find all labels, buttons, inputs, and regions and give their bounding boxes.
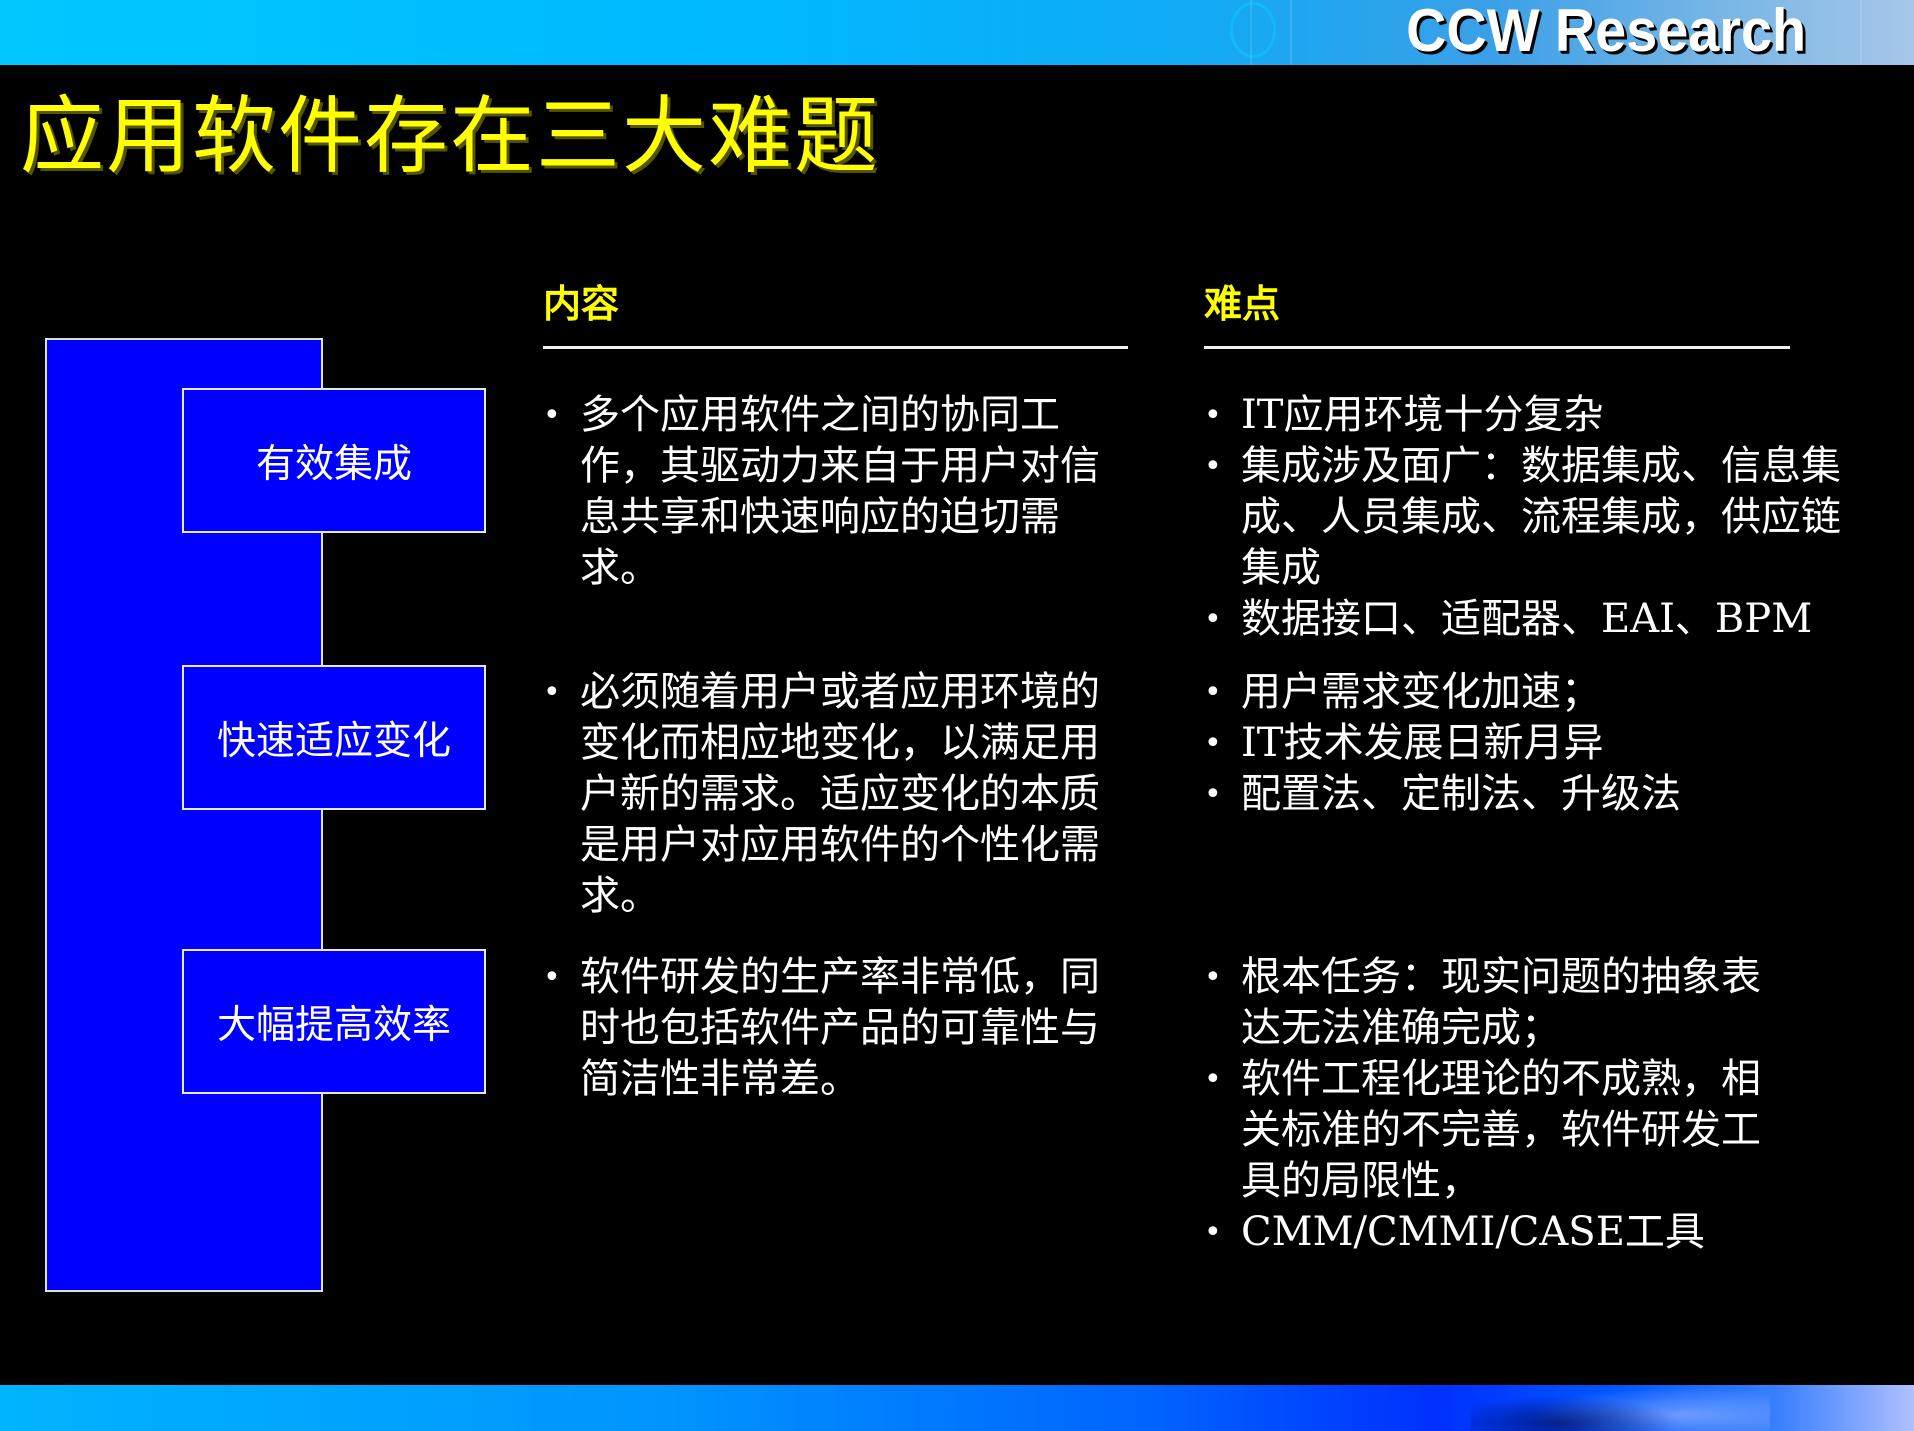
content-bullet: 必须随着用户或者应用环境的变化而相应地变化，以满足用户新的需求。适应变化的本质是… bbox=[543, 667, 1103, 922]
difficulty-bullet: 集成涉及面广：数据集成、信息集成、人员集成、流程集成，供应链集成 bbox=[1204, 441, 1864, 594]
category-label: 快速适应变化 bbox=[216, 718, 451, 764]
difficulty-list-adaptation: 用户需求变化加速； IT技术发展日新月异 配置法、定制法、升级法 bbox=[1204, 667, 1864, 820]
header-decoration bbox=[1860, 0, 1862, 65]
difficulty-list-integration: IT应用环境十分复杂 集成涉及面广：数据集成、信息集成、人员集成、流程集成，供应… bbox=[1204, 390, 1864, 645]
difficulty-bullet: 数据接口、适配器、EAI、BPM bbox=[1204, 594, 1864, 645]
column-rule-difficulty bbox=[1204, 346, 1790, 349]
category-box-adaptation: 快速适应变化 bbox=[182, 665, 486, 810]
header-bar: CCW Research bbox=[0, 0, 1914, 65]
header-decoration-ring bbox=[1230, 2, 1276, 58]
content-list-integration: 多个应用软件之间的协同工作，其驱动力来自于用户对信息共享和快速响应的迫切需求。 bbox=[543, 390, 1103, 594]
difficulty-bullet: IT应用环境十分复杂 bbox=[1204, 390, 1864, 441]
page-title: 应用软件存在三大难题 bbox=[20, 87, 881, 185]
difficulty-bullet: IT技术发展日新月异 bbox=[1204, 718, 1864, 769]
header-decoration bbox=[1290, 0, 1292, 65]
content-list-adaptation: 必须随着用户或者应用环境的变化而相应地变化，以满足用户新的需求。适应变化的本质是… bbox=[543, 667, 1103, 922]
difficulty-bullet: 软件工程化理论的不成熟，相关标准的不完善，软件研发工具的局限性， bbox=[1204, 1054, 1764, 1207]
content-list-efficiency: 软件研发的生产率非常低，同时也包括软件产品的可靠性与简洁性非常差。 bbox=[543, 952, 1103, 1105]
difficulty-list-efficiency: 根本任务：现实问题的抽象表达无法准确完成； 软件工程化理论的不成熟，相关标准的不… bbox=[1204, 952, 1764, 1258]
brand-logo-text: CCW Research bbox=[1405, 0, 1806, 64]
difficulty-bullet: 根本任务：现实问题的抽象表达无法准确完成； bbox=[1204, 952, 1764, 1054]
category-label: 大幅提高效率 bbox=[216, 1002, 451, 1048]
footer-decoration bbox=[1470, 1385, 1770, 1431]
difficulty-bullet: 用户需求变化加速； bbox=[1204, 667, 1864, 718]
content-bullet: 多个应用软件之间的协同工作，其驱动力来自于用户对信息共享和快速响应的迫切需求。 bbox=[543, 390, 1103, 594]
category-box-integration: 有效集成 bbox=[182, 388, 486, 533]
column-rule-content bbox=[543, 346, 1128, 349]
difficulty-bullet: CMM/CMMI/CASE工具 bbox=[1204, 1207, 1764, 1258]
category-label: 有效集成 bbox=[255, 441, 412, 487]
column-header-difficulty: 难点 bbox=[1204, 282, 1281, 326]
category-box-efficiency: 大幅提高效率 bbox=[182, 949, 486, 1094]
column-header-content: 内容 bbox=[543, 282, 620, 326]
content-bullet: 软件研发的生产率非常低，同时也包括软件产品的可靠性与简洁性非常差。 bbox=[543, 952, 1103, 1105]
difficulty-bullet: 配置法、定制法、升级法 bbox=[1204, 769, 1864, 820]
footer-bar bbox=[0, 1385, 1914, 1431]
